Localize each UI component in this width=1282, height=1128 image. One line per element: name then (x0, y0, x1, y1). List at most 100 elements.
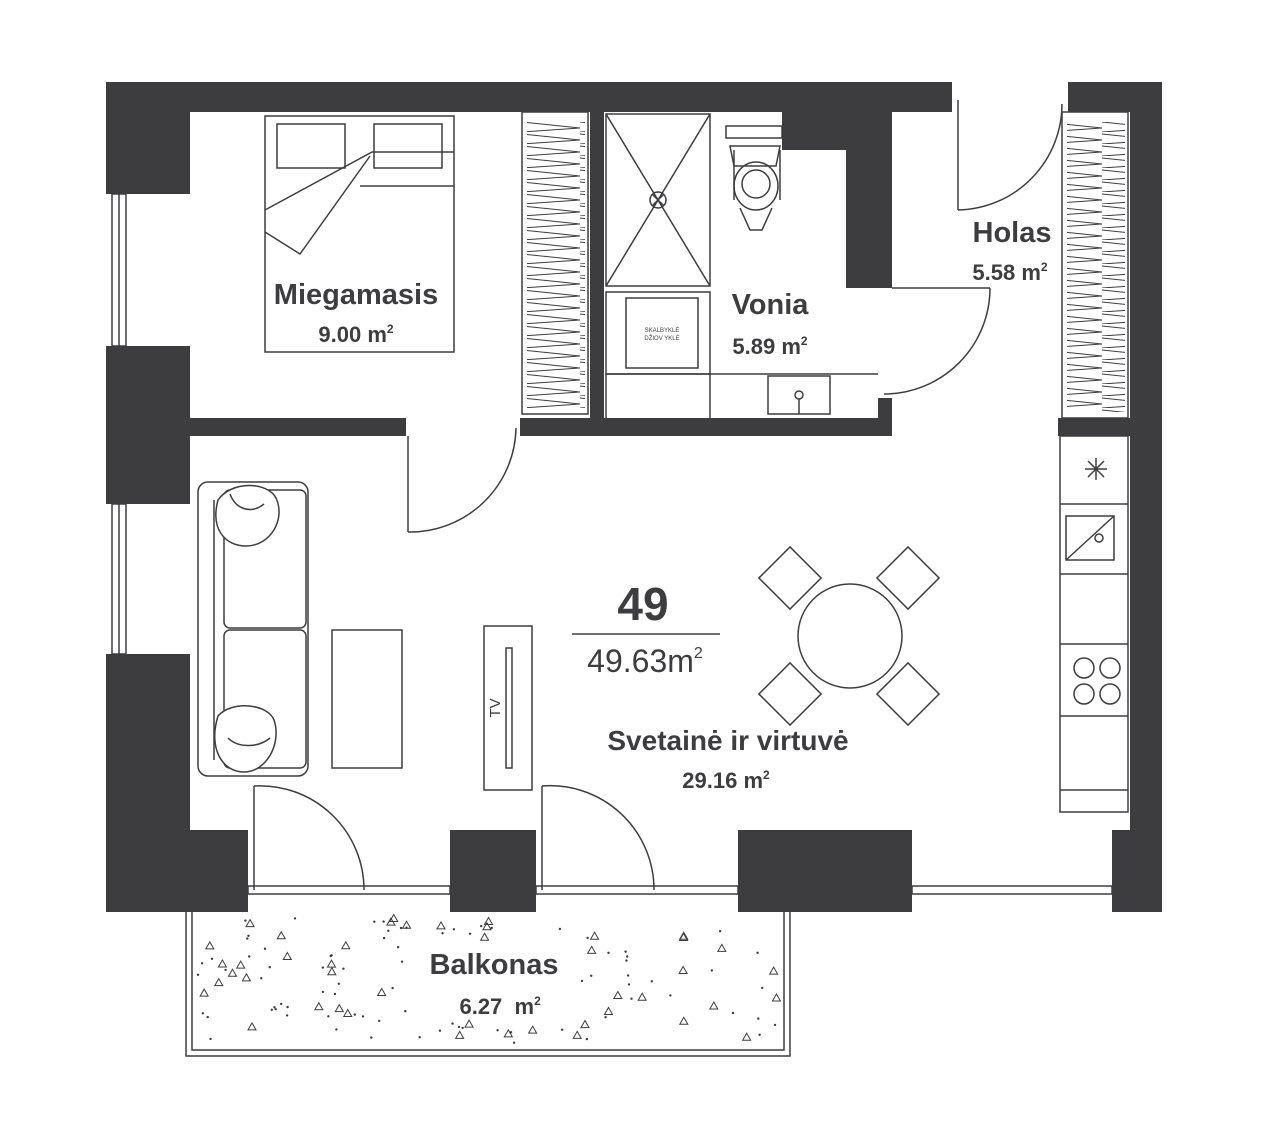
bedroom-area: 9.00 m (318, 322, 387, 347)
texture-mark (461, 1026, 464, 1030)
texture-mark (603, 1006, 614, 1015)
texture-mark (626, 974, 630, 977)
texture-mark (558, 927, 562, 931)
balcony (185, 912, 791, 1057)
texture-mark (268, 966, 271, 969)
bathroom-area: 5.89 m (732, 334, 801, 359)
texture-mark (771, 993, 782, 1002)
texture-mark (464, 1019, 474, 1028)
texture-mark (479, 932, 490, 941)
texture-mark (761, 986, 764, 990)
texture-mark (201, 1012, 205, 1015)
texture-mark (710, 969, 713, 972)
texture-mark (404, 1010, 407, 1013)
texture-mark (378, 1019, 381, 1023)
texture-mark (285, 1014, 289, 1017)
living-area: 29.16 m (682, 768, 763, 793)
texture-mark (293, 917, 297, 920)
texture-mark (586, 936, 589, 940)
wardrobe-bedroom (521, 111, 589, 415)
texture-mark (612, 990, 623, 1000)
coffee-table (331, 629, 403, 769)
living-area-sup: 2 (763, 768, 770, 782)
texture-mark (286, 1005, 289, 1009)
room-label-bathroom: Vonia 5.89 m2 (732, 289, 810, 359)
stove-icon (1073, 657, 1121, 705)
room-label-balcony: Balkonas 6.27 m2 (430, 949, 559, 1019)
texture-mark (388, 913, 399, 922)
texture-mark (436, 920, 446, 930)
hall-area-sup: 2 (1041, 260, 1048, 274)
texture-mark (503, 1028, 514, 1038)
bed (264, 115, 455, 353)
texture-mark (604, 1016, 607, 1019)
texture-mark (326, 959, 337, 968)
texture-mark (624, 950, 627, 953)
texture-mark (580, 1019, 590, 1029)
washer-label-2: DŽIOV YKLĖ (644, 334, 679, 342)
dining-table (757, 545, 941, 727)
texture-mark (333, 992, 337, 996)
texture-mark (512, 1041, 516, 1044)
texture-mark (353, 1013, 356, 1016)
hall-area: 5.58 m (972, 260, 1041, 285)
texture-mark (313, 1001, 324, 1011)
hall-name: Holas (973, 217, 1052, 249)
texture-mark (340, 940, 351, 950)
texture-mark (590, 974, 593, 977)
texture-mark (452, 928, 456, 931)
texture-mark (678, 965, 688, 974)
tv-stand (483, 625, 533, 791)
balcony-name: Balkonas (430, 949, 559, 981)
texture-mark (773, 1023, 777, 1027)
texture-mark (586, 945, 597, 954)
texture-mark (756, 951, 759, 954)
texture-mark (387, 929, 390, 932)
texture-mark (585, 1037, 589, 1041)
texture-mark (400, 960, 404, 963)
texture-mark (607, 951, 610, 954)
svg-text:49.63m2: 49.63m2 (587, 643, 703, 679)
texture-mark (399, 926, 403, 930)
room-label-living: Svetainė ir virtuvė 29.16 m2 (607, 725, 848, 793)
texture-mark (280, 1002, 283, 1006)
texture-mark (334, 1003, 345, 1013)
bathroom-area-sup: 2 (801, 334, 808, 348)
bathroom-name: Vonia (732, 289, 810, 321)
texture-mark (206, 1015, 209, 1019)
doors (253, 100, 1063, 891)
texture-mark (454, 1030, 465, 1039)
texture-mark (274, 1008, 277, 1011)
living-name: Svetainė ir virtuvė (607, 725, 848, 756)
texture-mark (248, 955, 251, 958)
texture-mark (438, 1029, 442, 1032)
texture-mark (273, 1006, 276, 1009)
texture-mark (630, 997, 633, 1000)
texture-mark (213, 977, 224, 987)
texture-mark (335, 1028, 338, 1031)
texture-mark (457, 1025, 461, 1029)
balcony-area-sup: 2 (534, 994, 541, 1008)
svg-text:29.16 m2: 29.16 m2 (682, 768, 770, 793)
texture-mark (196, 973, 200, 976)
texture-mark (235, 960, 246, 969)
texture-mark (483, 916, 494, 926)
texture-mark (708, 1000, 719, 1010)
texture-mark (246, 937, 249, 940)
texture-mark (217, 959, 228, 968)
texture-mark (382, 920, 385, 923)
svg-text:9.00 m2: 9.00 m2 (318, 322, 394, 347)
texture-mark (482, 921, 492, 931)
texture-mark (210, 957, 214, 960)
texture-mark (342, 967, 345, 970)
washer-label-1: SKALBYKLĖ (645, 327, 680, 334)
texture-mark (386, 917, 396, 926)
fridge-icon (1085, 458, 1107, 480)
texture-mark (224, 968, 227, 972)
kitchen-counter (1059, 435, 1129, 813)
texture-mark (480, 924, 483, 928)
texture-mark (327, 1015, 330, 1018)
texture-mark (247, 1021, 257, 1031)
bedroom-name: Miegamasis (274, 279, 438, 311)
